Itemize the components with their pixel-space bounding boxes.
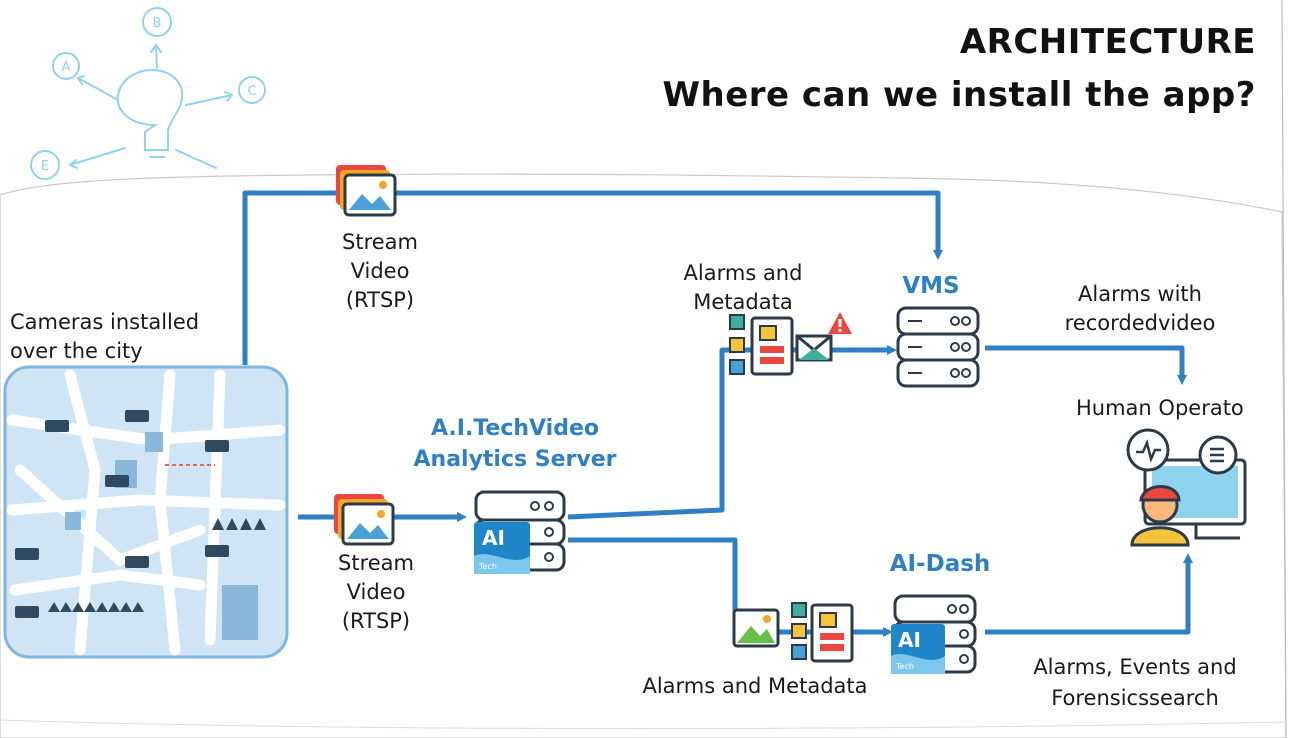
sketch-letter-b: B bbox=[153, 16, 162, 31]
analytics-server-icon bbox=[474, 490, 566, 574]
sketch-letter-e: E bbox=[41, 159, 49, 174]
human-operator-label: Human Operato bbox=[1076, 396, 1244, 420]
ai-dash-server-icon bbox=[891, 594, 977, 674]
sketch-letter-c: C bbox=[247, 84, 256, 99]
sketch-letter-a: A bbox=[62, 60, 71, 75]
tech-badge-dash: Tech bbox=[896, 662, 914, 671]
alarms-metadata-label-bottom: Alarms and Metadata bbox=[642, 674, 868, 698]
lightbulb-sketch bbox=[30, 7, 266, 180]
vms-label: VMS bbox=[902, 273, 960, 299]
flow-camera-to-vms bbox=[242, 190, 943, 365]
alarm-metadata-icon-bottom bbox=[732, 602, 854, 663]
flow-dash-to-operator bbox=[985, 553, 1193, 635]
ai-dash-label: AI-Dash bbox=[889, 551, 991, 577]
flow-vms-to-operator bbox=[985, 345, 1187, 385]
alarms-recorded-video-label: Alarms with recordedvideo bbox=[1064, 282, 1216, 335]
page-title: ARCHITECTURE bbox=[959, 22, 1256, 62]
stream-video-label-bottom: Stream Video (RTSP) bbox=[338, 551, 414, 633]
tech-badge-server: Tech bbox=[479, 562, 497, 571]
stream-image-icon-top bbox=[336, 165, 397, 217]
human-operator-icon bbox=[1126, 428, 1247, 547]
alarm-metadata-icon-top bbox=[729, 312, 852, 376]
analytics-server-label: A.I.TechVideo Analytics Server bbox=[413, 416, 617, 472]
stream-video-label-top: Stream Video (RTSP) bbox=[342, 230, 418, 312]
stream-image-icon-bottom bbox=[334, 494, 395, 546]
alarms-metadata-label-top: Alarms and Metadata bbox=[683, 261, 803, 314]
ai-badge-server: AI bbox=[482, 526, 505, 550]
cameras-label: Cameras installed over the city bbox=[10, 310, 200, 363]
alarms-events-label: Alarms, Events and Forensicssearch bbox=[1033, 655, 1237, 710]
city-map-icon bbox=[3, 365, 289, 659]
ai-badge-dash: AI bbox=[898, 628, 921, 652]
page-subtitle: Where can we install the app? bbox=[662, 75, 1256, 115]
vms-server-icon bbox=[896, 306, 980, 388]
